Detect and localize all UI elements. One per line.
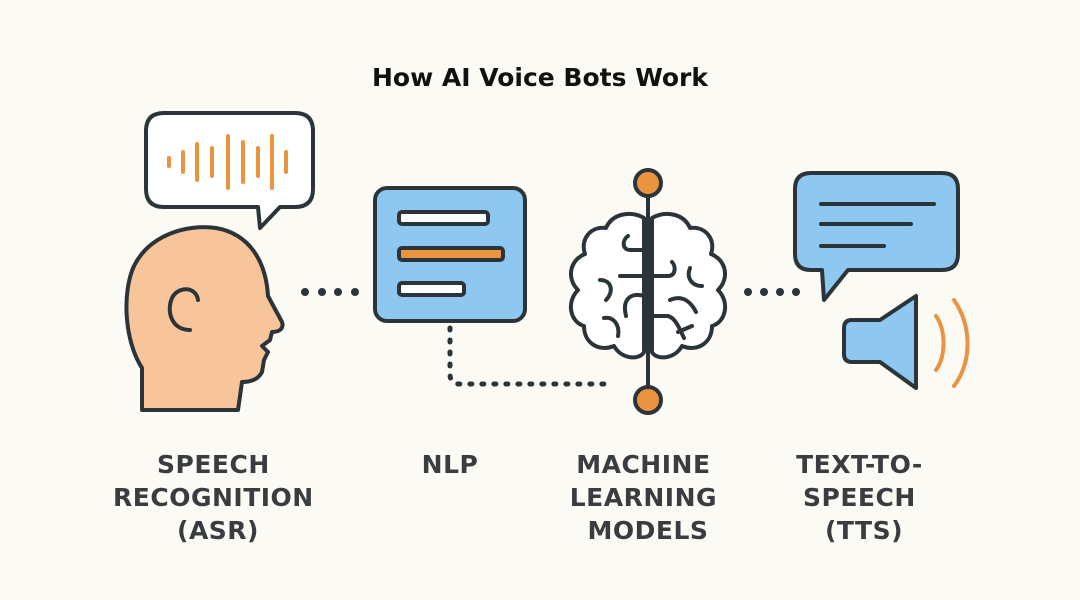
connector-ml-tts — [744, 288, 800, 296]
ear-icon — [167, 287, 200, 332]
speech-recognition-icon — [124, 111, 315, 412]
sound-wave-icon — [167, 134, 288, 190]
step-label-nlp: NLP — [422, 450, 479, 479]
tts-icon — [793, 171, 970, 390]
connector-nlp-ml — [447, 325, 615, 387]
text-bubble-icon — [793, 171, 960, 302]
brain-icon — [568, 168, 728, 415]
sound-waves-icon — [934, 298, 970, 388]
connector-asr-nlp — [301, 288, 359, 296]
step-label-asr: SPEECH RECOGNITION (ASR) — [113, 450, 323, 545]
diagram-title: How AI Voice Bots Work — [372, 63, 709, 92]
nlp-icon — [373, 186, 527, 323]
step-label-tts: TEXT-TO- SPEECH (TTS) — [796, 450, 932, 545]
step-label-ml: MACHINE LEARNING MODELS — [570, 450, 727, 545]
speaker-icon — [842, 294, 918, 390]
head-icon — [124, 225, 285, 412]
text-lines — [819, 202, 936, 248]
